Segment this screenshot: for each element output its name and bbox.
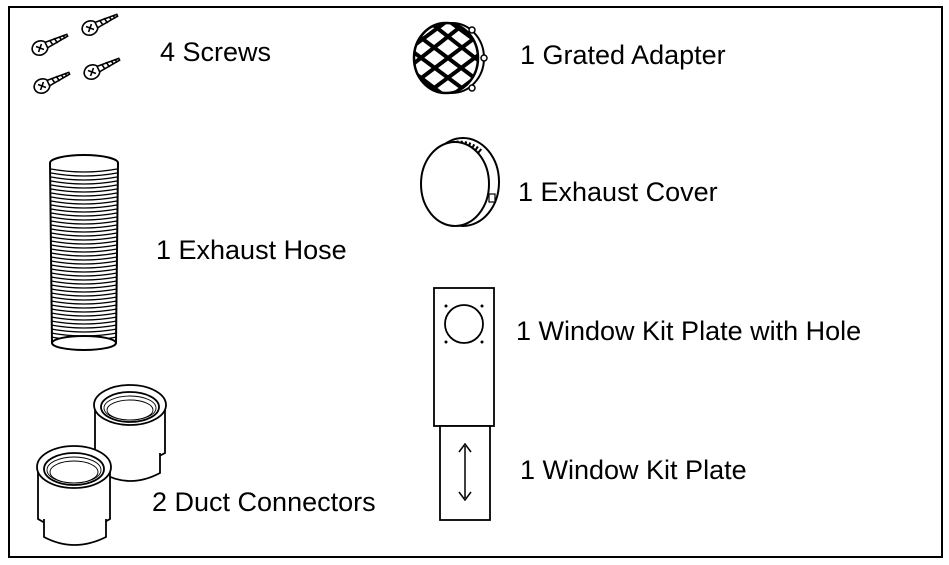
duct-connectors-label: 2 Duct Connectors xyxy=(152,487,376,517)
window-kit-plate-hole-label: 1 Window Kit Plate with Hole xyxy=(516,316,862,346)
window-kit-plate-label: 1 Window Kit Plate xyxy=(520,455,747,485)
duct-connectors-illustration xyxy=(36,384,167,546)
parts-list-panel: 4 Screws 1 Grated Adapter 1 Exhaust Cove… xyxy=(8,6,943,558)
exhaust-hose-illustration xyxy=(49,154,119,351)
exhaust-cover-illustration xyxy=(420,137,500,227)
screws-illustration xyxy=(31,13,121,94)
exhaust-cover-label: 1 Exhaust Cover xyxy=(518,177,718,207)
window-kit-plates-illustration xyxy=(433,287,495,521)
grated-adapter-illustration xyxy=(412,21,488,95)
screws-label: 4 Screws xyxy=(160,37,272,67)
exhaust-hose-label: 1 Exhaust Hose xyxy=(156,235,347,265)
grated-adapter-label: 1 Grated Adapter xyxy=(520,40,726,70)
